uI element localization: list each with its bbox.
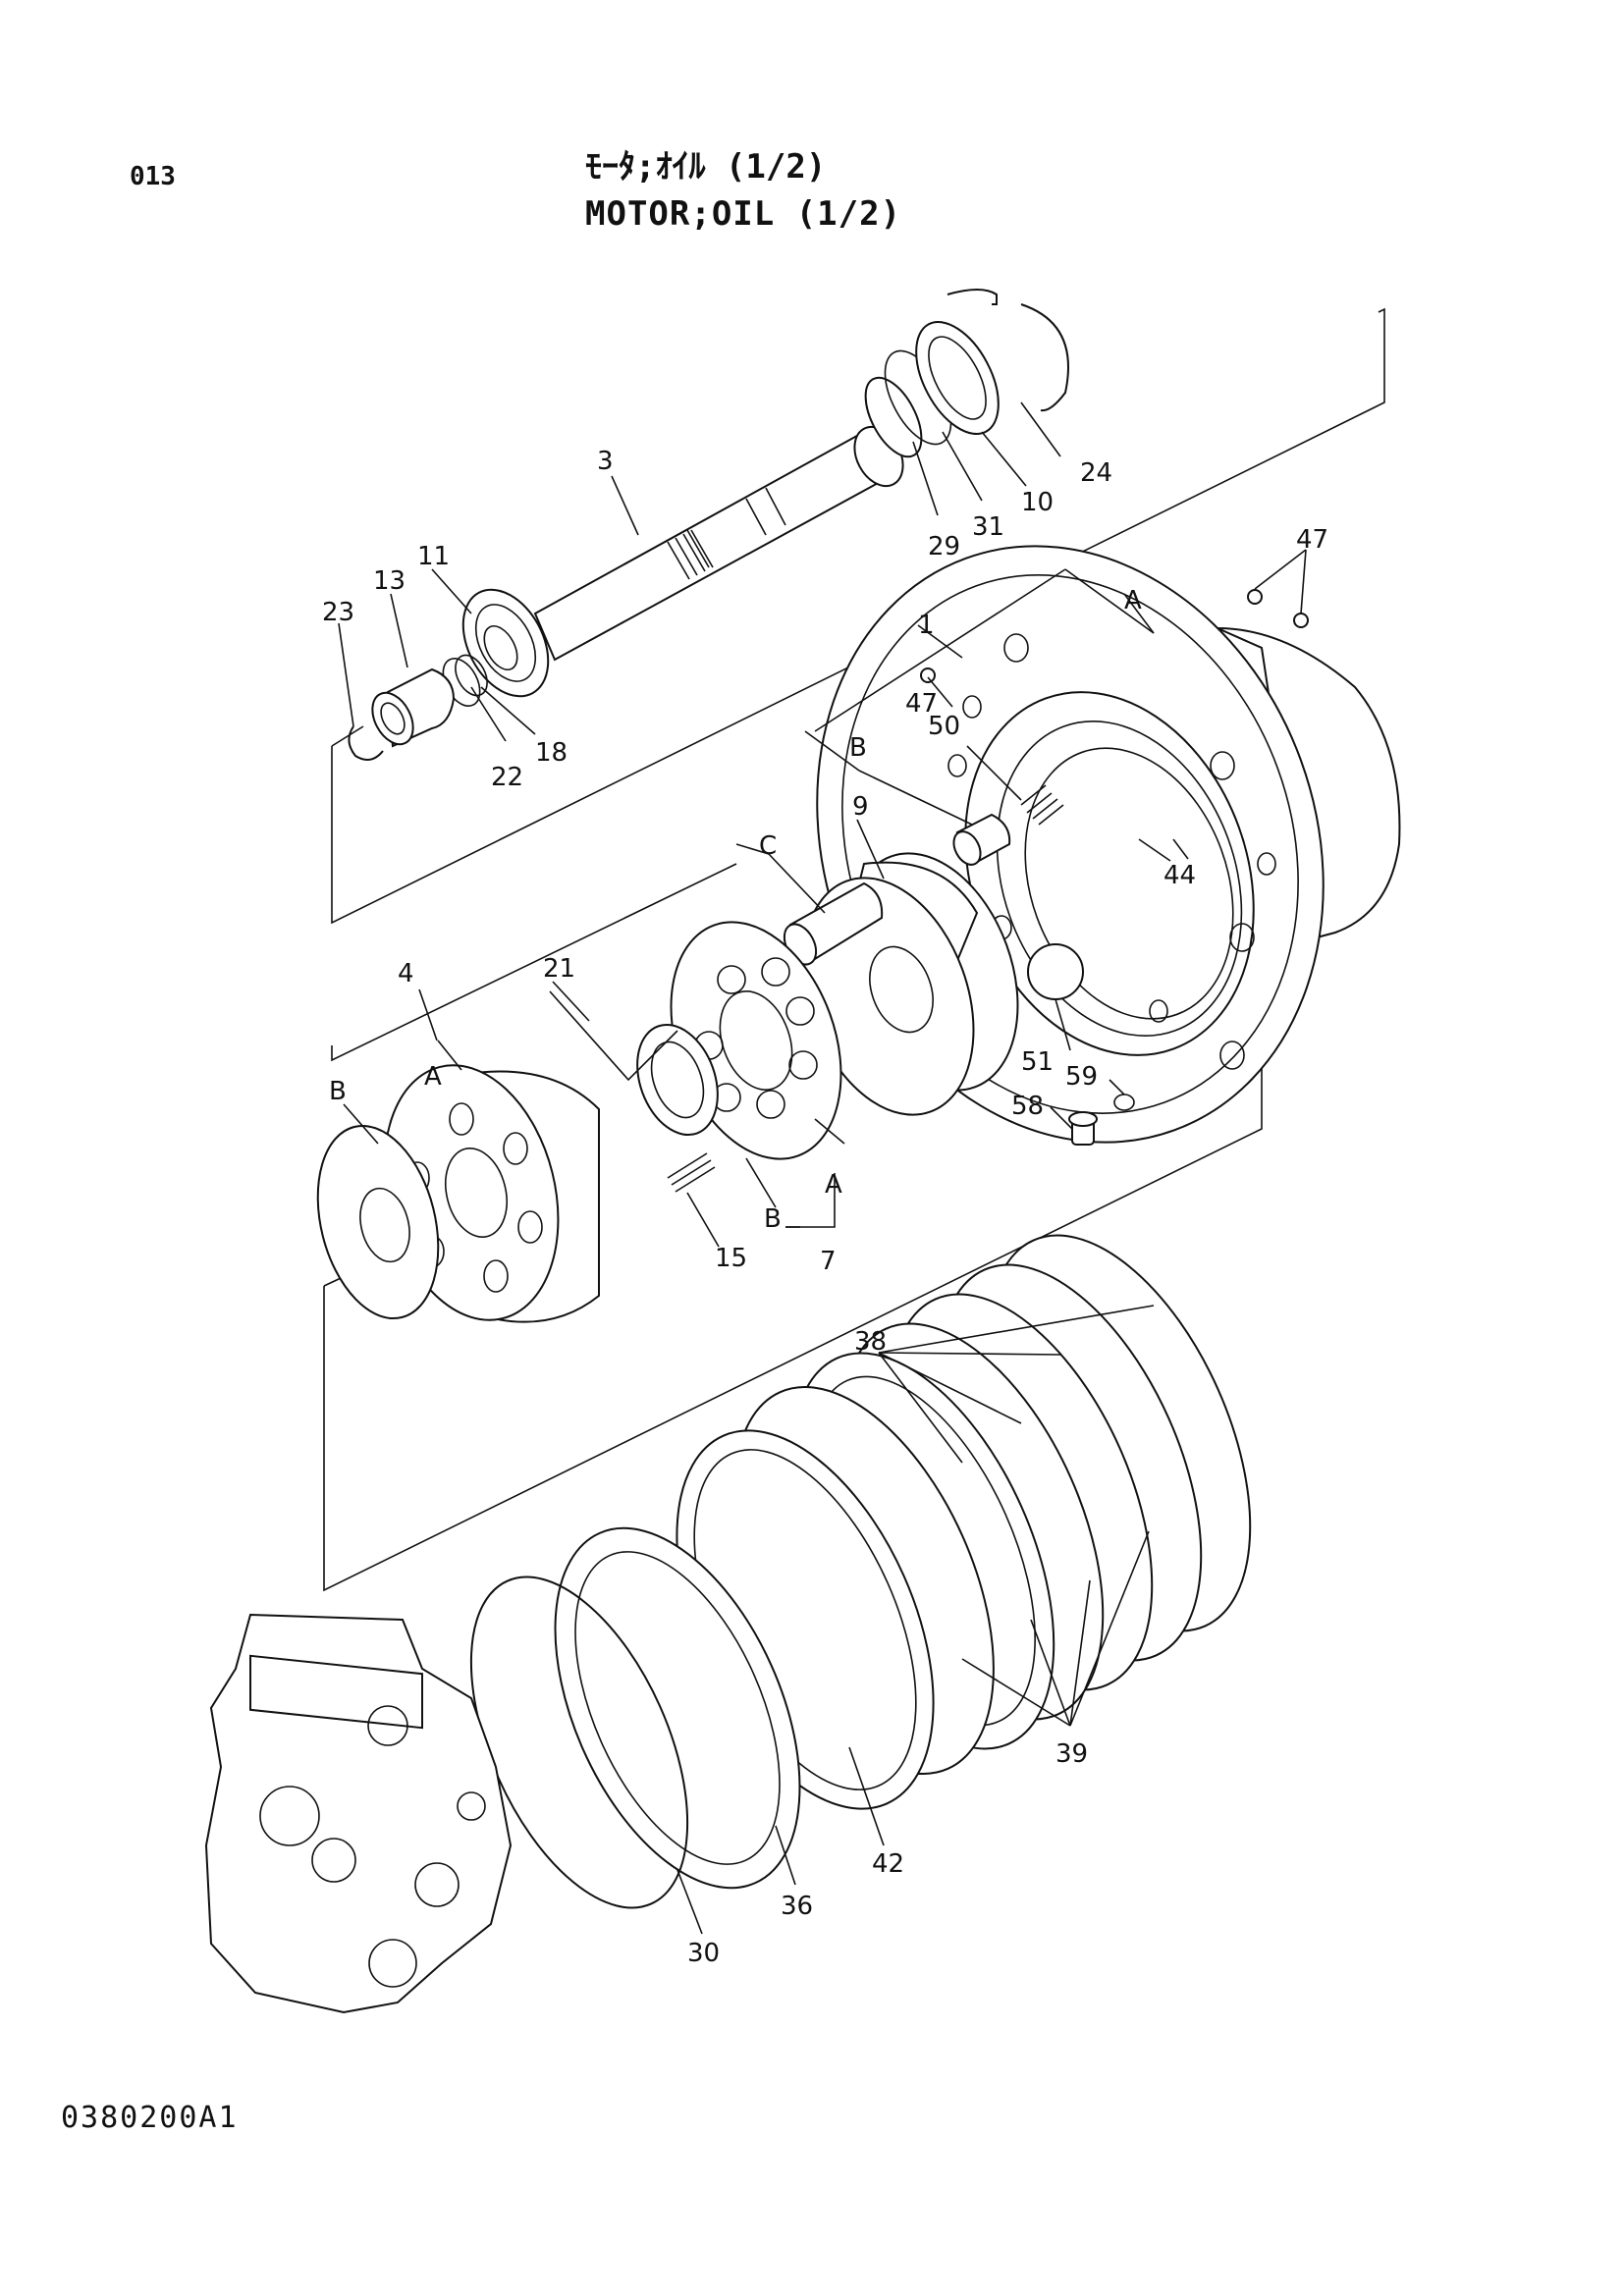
cylinder-block-4 — [316, 1064, 716, 1323]
callout-29: 29 — [928, 532, 960, 561]
piston-stub — [952, 813, 1011, 866]
shaft-assembly — [348, 289, 1069, 761]
snap-ring-23 — [348, 725, 384, 761]
callout-18: 18 — [535, 738, 568, 768]
callout-42: 42 — [872, 1849, 904, 1879]
callout-51: 51 — [1021, 1047, 1054, 1077]
reference-c: C — [759, 831, 777, 861]
valve-casing — [204, 1613, 513, 2014]
reference-a-top: A — [1124, 586, 1142, 615]
retainer-plate-7 — [636, 921, 842, 1160]
plug-58 — [1068, 1111, 1098, 1146]
reference-b-top: B — [849, 733, 867, 763]
reference-b-block: B — [329, 1077, 347, 1106]
reference-a-block: A — [424, 1062, 442, 1092]
callout-24: 24 — [1080, 458, 1112, 488]
reference-a-plate: A — [825, 1170, 842, 1200]
piston-36 — [554, 1526, 801, 1890]
callout-50: 50 — [928, 712, 960, 741]
drawing-code: 0380200A1 — [61, 2101, 239, 2135]
ball-51 — [1027, 943, 1084, 1000]
seal-group-top — [864, 289, 1069, 458]
callout-9: 9 — [852, 792, 869, 822]
collar-13 — [371, 667, 456, 748]
callout-10: 10 — [1021, 488, 1054, 517]
callout-47-top: 47 — [1296, 525, 1328, 555]
callout-39: 39 — [1055, 1739, 1088, 1769]
brake-disc-stack — [469, 1234, 1252, 1909]
callout-11: 11 — [417, 542, 450, 571]
callout-7: 7 — [820, 1247, 837, 1276]
callout-44: 44 — [1163, 861, 1196, 890]
callout-38: 38 — [854, 1327, 887, 1357]
valve-plate-9 — [783, 852, 1019, 1116]
callout-59: 59 — [1065, 1062, 1098, 1092]
callout-labels: 3 11 13 23 22 18 24 10 31 29 47 A 1 47 5… — [322, 447, 1328, 1968]
callout-30: 30 — [687, 1939, 720, 1968]
callout-47: 47 — [905, 689, 938, 719]
callout-3: 3 — [597, 447, 614, 476]
page-title: MOTOR;OIL (1/2) — [585, 194, 902, 234]
callout-23: 23 — [322, 598, 354, 627]
page-number: 013 — [130, 162, 176, 191]
callout-36: 36 — [781, 1892, 813, 1921]
spring-50 — [1020, 784, 1064, 826]
callout-15: 15 — [715, 1244, 747, 1273]
reference-b-plate: B — [764, 1204, 782, 1234]
callout-4: 4 — [398, 959, 414, 988]
callout-58: 58 — [1011, 1092, 1044, 1121]
spring-15 — [667, 1152, 716, 1193]
callout-13: 13 — [373, 566, 406, 596]
callout-1: 1 — [918, 611, 935, 640]
callout-22: 22 — [491, 763, 523, 792]
callout-21: 21 — [543, 954, 575, 984]
group-frame-lines — [323, 307, 1385, 1592]
callout-31: 31 — [972, 512, 1004, 542]
shaft-spline — [667, 529, 714, 580]
leader-lines — [338, 401, 1307, 1935]
page-title-japanese: ﾓｰﾀ;ｵｲﾙ (1/2) — [585, 147, 827, 187]
